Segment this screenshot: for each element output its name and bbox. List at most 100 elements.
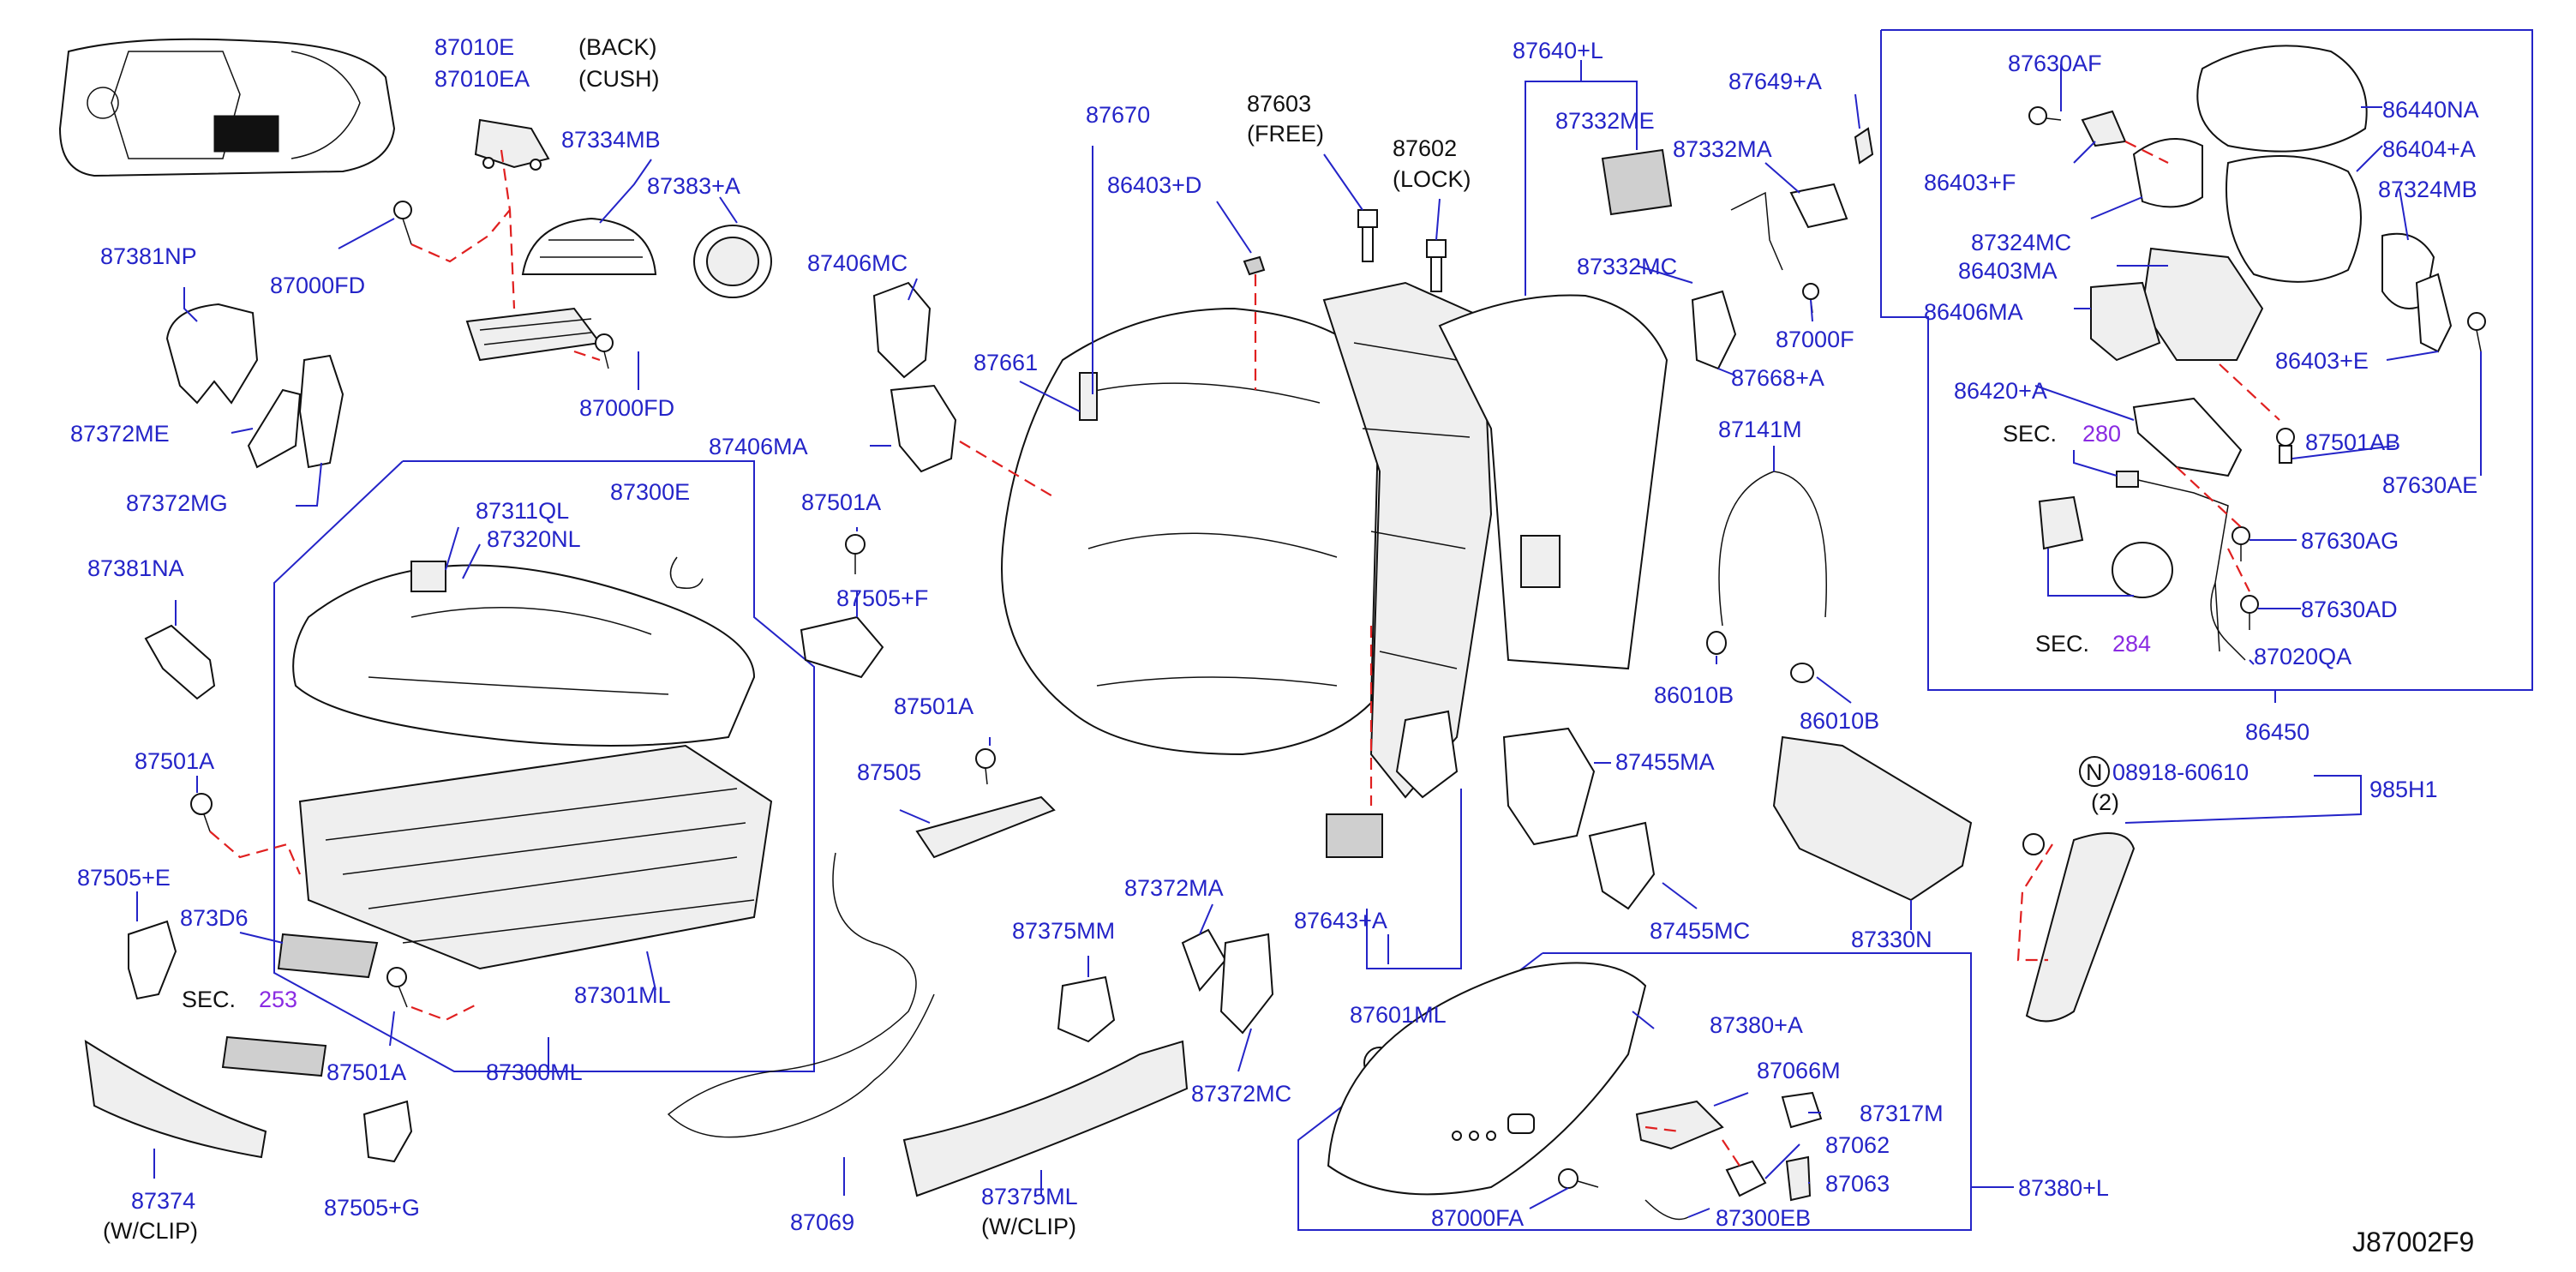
label-87643a [1326, 813, 1383, 858]
cover-87381np [165, 303, 259, 405]
bolt-87501a-mid [975, 748, 996, 785]
label-87630ae: 87630AE [2382, 472, 2477, 498]
cover-87381na [144, 624, 216, 700]
label-87649a: 87649+A [1728, 69, 1822, 94]
headrest-guide-free-87603 [1357, 209, 1378, 262]
label-87334mb: 87334MB [561, 127, 661, 153]
car-location-icon [58, 38, 396, 177]
harness-87069 [667, 852, 935, 1138]
label-87406ma: 87406MA [709, 434, 808, 459]
side-cover-87380a [1327, 962, 1647, 1196]
switch-87066m [1635, 1100, 1724, 1150]
label-87630af: 87630AF [2008, 51, 2102, 76]
label-86010b-right: 86010B [1800, 708, 1879, 734]
bolt-08918-60610 [2022, 833, 2045, 855]
label-87501a-lower: 87501A [326, 1059, 406, 1085]
label-87010ea: 87010EA [434, 66, 530, 92]
n-symbol-circle [2079, 756, 2110, 787]
clip-86403d [1243, 255, 1266, 276]
label-87332ma: 87332MA [1673, 136, 1772, 162]
cover-87330n [1772, 735, 1973, 902]
label-87380a: 87380+A [1710, 1012, 1803, 1038]
seat-frame-87301ml [298, 744, 773, 970]
seat-cushion-87300ml [292, 561, 756, 747]
label-87661: 87661 [973, 350, 1038, 375]
label-87640l: 87640+L [1513, 38, 1603, 63]
note-87375ml-wclip: (W/CLIP) [981, 1214, 1076, 1239]
bracket-87372ma [1181, 928, 1227, 992]
cable-87141m [1718, 471, 1827, 627]
label-86403d: 86403+D [1107, 172, 1201, 198]
note-87374-wclip: (W/CLIP) [103, 1218, 198, 1244]
label-87630ad: 87630AD [2301, 597, 2398, 622]
label-sec-280-number: 280 [2082, 421, 2121, 447]
screw-87000fd-upper [393, 201, 412, 245]
label-87063: 87063 [1825, 1171, 1890, 1197]
label-08918-60610: 08918-60610 [2112, 759, 2249, 785]
label-87601ml: 87601ML [1350, 1002, 1447, 1028]
bolt-87630ag [2232, 526, 2250, 561]
knob-87062 [1725, 1160, 1767, 1197]
clip-87649a [1854, 127, 1874, 165]
clip-87300eb [1644, 1199, 1689, 1221]
label-sec-284: SEC. [2035, 631, 2089, 657]
label-87141m: 87141M [1718, 417, 1802, 442]
back-panel [1438, 294, 1668, 670]
label-87066m: 87066M [1757, 1058, 1841, 1083]
note-lock: (LOCK) [1393, 166, 1471, 192]
label-87381na: 87381NA [87, 555, 184, 581]
label-87020qa: 87020QA [2254, 644, 2351, 669]
label-87000fd-lower: 87000FD [579, 395, 674, 421]
screw-87000fd-lower [595, 333, 614, 369]
fitment-dashed-lines [209, 141, 2280, 1167]
clip-86403f [2081, 110, 2127, 147]
label-87069: 87069 [790, 1209, 854, 1235]
bolt-87501ab [2276, 428, 2295, 464]
label-87010e: 87010E [434, 34, 514, 60]
label-87406mc: 87406MC [807, 250, 908, 276]
bracket-87455ma [1502, 727, 1596, 846]
label-87602: 87602 [1393, 135, 1457, 161]
label-sec-284-number: 284 [2112, 631, 2151, 657]
trim-87374 [84, 1040, 267, 1159]
label-87501a-left: 87501A [135, 748, 214, 774]
clip-87300e [669, 556, 704, 589]
cover-87372me [247, 388, 302, 469]
label-sec-280: SEC. [2003, 421, 2057, 447]
label-87501a-mid: 87501A [894, 693, 973, 719]
headrest-86404a [2226, 155, 2362, 283]
screw-87000fa [1558, 1168, 1599, 1189]
label-87000fd-upper: 87000FD [270, 273, 365, 298]
diagram-code: J87002F9 [2352, 1227, 2474, 1257]
label-86406ma: 86406MA [1924, 299, 2023, 325]
rail-87505 [915, 795, 1056, 859]
label-87501ab: 87501AB [2305, 429, 2400, 455]
label-87383a: 87383+A [647, 173, 740, 199]
label-87668a: 87668+A [1731, 365, 1824, 391]
pad-985h1 [2025, 832, 2136, 1023]
label-87330n: 87330N [1851, 927, 1932, 952]
label-87501a-center: 87501A [801, 489, 881, 515]
headrest-group-box [1880, 29, 2533, 691]
plate-86420a [2132, 397, 2243, 477]
label-985h1: 985H1 [2369, 777, 2438, 802]
label-87455mc: 87455MC [1650, 918, 1750, 944]
knob-87063 [1785, 1155, 1812, 1202]
label-87301ml: 87301ML [574, 982, 671, 1008]
bracket-87332ma [1789, 183, 1848, 229]
bolt-87630ad [2240, 595, 2259, 630]
headrest-86440na [2196, 45, 2368, 153]
bolt-87501a-center [845, 534, 866, 574]
bracket-87505e [128, 920, 177, 1000]
bracket-87375mm [1057, 975, 1116, 1043]
label-sec-253-number: 253 [259, 987, 297, 1012]
label-87374: 87374 [131, 1188, 195, 1214]
seat-back-frame [1322, 281, 1493, 799]
seat-back-87670 [1001, 307, 1381, 756]
clip-86403e [2415, 273, 2453, 353]
note-free: (FREE) [1247, 121, 1324, 147]
label-87317m: 87317M [1860, 1101, 1944, 1126]
ring-87383a [693, 225, 772, 298]
label-87300eb: 87300EB [1716, 1205, 1811, 1231]
